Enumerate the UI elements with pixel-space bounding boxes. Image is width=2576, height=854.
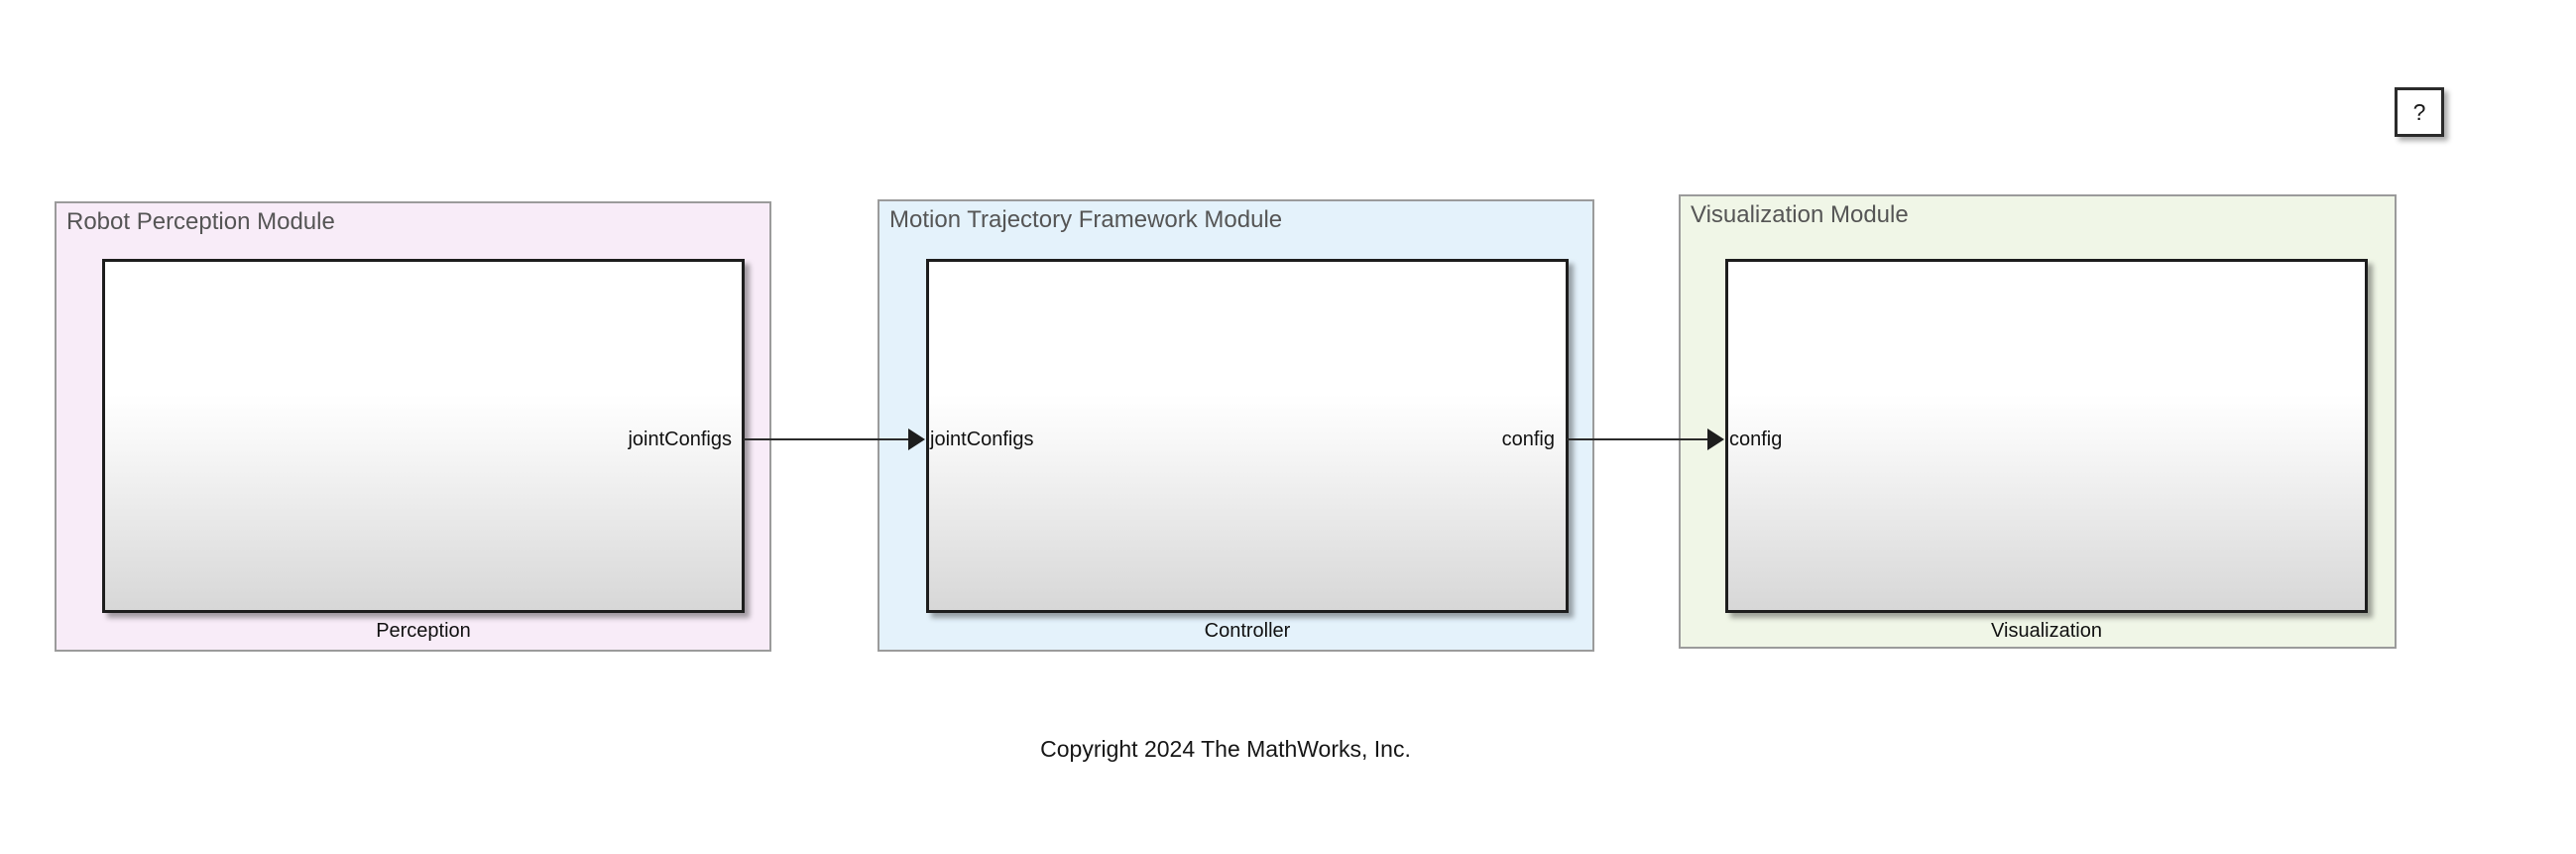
copyright-annotation: Copyright 2024 The MathWorks, Inc.	[1040, 736, 1411, 762]
question-mark-icon: ?	[2412, 98, 2426, 125]
block-caption-perception: Perception	[376, 620, 471, 642]
output-port-label-config: config	[1501, 428, 1555, 450]
signal-arrow-jointconfigs	[908, 428, 925, 450]
signal-line-jointconfigs[interactable]	[744, 438, 922, 440]
signal-line-config[interactable]	[1567, 438, 1721, 440]
module-title-motion-trajectory-framework: Motion Trajectory Framework Module	[889, 206, 1283, 233]
signal-arrow-config	[1707, 428, 1724, 450]
help-button[interactable]: ?	[2395, 87, 2444, 137]
block-visualization[interactable]	[1725, 259, 2368, 613]
block-controller[interactable]	[926, 259, 1569, 613]
module-title-visualization: Visualization Module	[1691, 201, 1909, 228]
module-title-robot-perception: Robot Perception Module	[66, 208, 335, 235]
block-caption-visualization: Visualization	[1991, 620, 2102, 642]
input-port-label-config: config	[1729, 428, 1783, 450]
block-caption-controller: Controller	[1204, 620, 1291, 642]
output-port-label-jointconfigs: jointConfigs	[628, 428, 732, 450]
block-perception[interactable]	[102, 259, 745, 613]
input-port-label-jointconfigs: jointConfigs	[930, 428, 1034, 450]
